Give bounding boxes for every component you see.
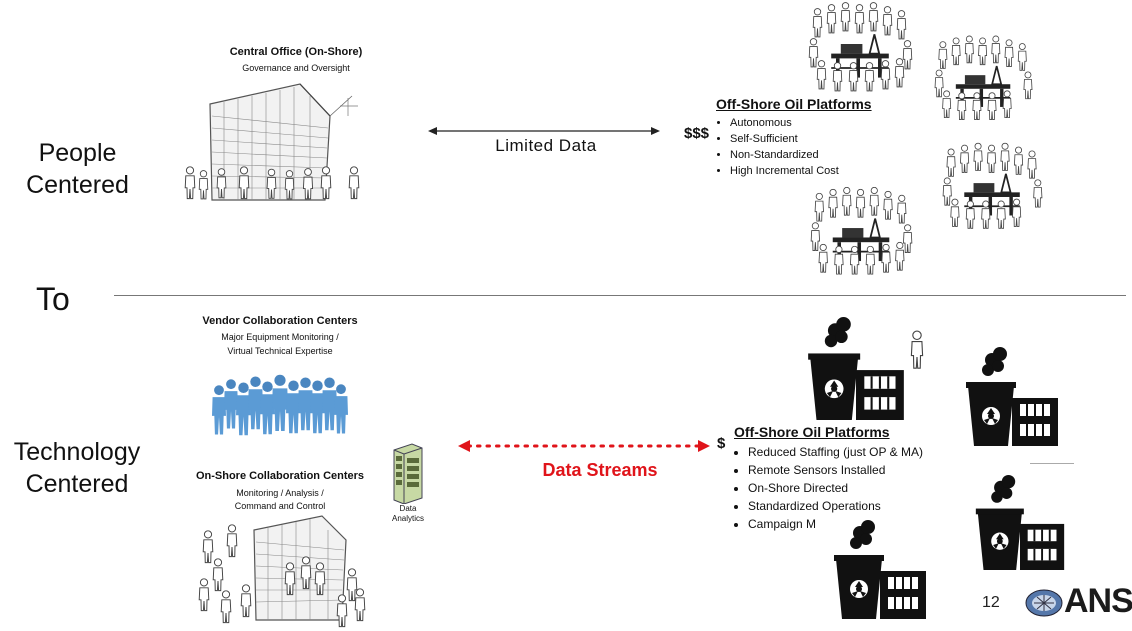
crowded-platform-icon [808,2,913,92]
vendor-experts-icon [212,374,348,436]
vendor-centers-subtitle-2: Virtual Technical Expertise [227,346,333,356]
platform-divider [1030,463,1074,464]
central-office-subtitle: Governance and Oversight [242,63,350,73]
crowded-platform-icon [942,142,1043,229]
remote-person-icon [910,330,924,369]
bottom-platforms-title: Off-Shore Oil Platforms [734,424,890,440]
automated-platform-icon [965,346,1059,446]
server-icon [393,443,423,504]
onshore-building-icon [198,515,366,628]
crowded-platform-icon [934,35,1033,120]
onshore-centers-subtitle-1: Monitoring / Analysis / [236,488,324,498]
automated-platform-icon [807,316,905,420]
list-item: Campaign M [748,515,923,533]
high-cost-label: $$$ [684,125,710,142]
top-platforms-title: Off-Shore Oil Platforms [716,96,872,112]
list-item: Self-Sufficient [730,131,839,147]
list-item: High Incremental Cost [730,163,839,179]
ans-logo: ANS [1064,582,1132,620]
people-label-line1: People [38,139,117,167]
technology-label-line1: Technology [13,438,141,466]
automated-platform-icon [833,519,927,619]
people-label-line2: Centered [26,171,129,199]
limited-data-label: Limited Data [495,136,597,155]
top-platforms-list: Autonomous Self-Sufficient Non-Standardi… [716,115,839,179]
central-office-building-icon [184,83,360,201]
data-analytics-line2: Analytics [391,514,424,523]
list-item: Standardized Operations [748,497,923,515]
list-item: Reduced Staffing (just OP & MA) [748,443,923,461]
technology-centered-label: Technology Centered [4,436,150,500]
automated-platform-icon [974,474,1066,570]
vendor-centers-title: Vendor Collaboration Centers [202,315,358,327]
section-divider [114,295,1126,296]
onshore-centers-subtitle-2: Command and Control [234,501,326,511]
list-item: Autonomous [730,115,839,131]
data-analytics-line1: Data [399,504,417,513]
central-office-title: Central Office (On-Shore) [229,46,363,58]
page-number: 12 [982,594,1000,611]
technology-label-line2: Centered [25,470,129,498]
limited-data-arrow [428,127,660,135]
data-streams-arrow [458,440,710,452]
crowded-platform-icon [810,186,913,275]
onshore-centers-title: On-Shore Collaboration Centers [195,470,365,482]
vendor-centers-subtitle-1: Major Equipment Monitoring / [221,332,339,342]
bottom-platforms-list: Reduced Staffing (just OP & MA) Remote S… [734,443,923,533]
list-item: On-Shore Directed [748,479,923,497]
data-streams-label: Data Streams [542,460,658,480]
to-label: To [36,281,70,317]
people-centered-label: People Centered [10,137,145,201]
low-cost-label: $ [717,435,726,452]
list-item: Remote Sensors Installed [748,461,923,479]
ans-emblem-icon [1025,589,1063,617]
list-item: Non-Standardized [730,147,839,163]
data-analytics-label: Data Analytics [382,504,434,524]
